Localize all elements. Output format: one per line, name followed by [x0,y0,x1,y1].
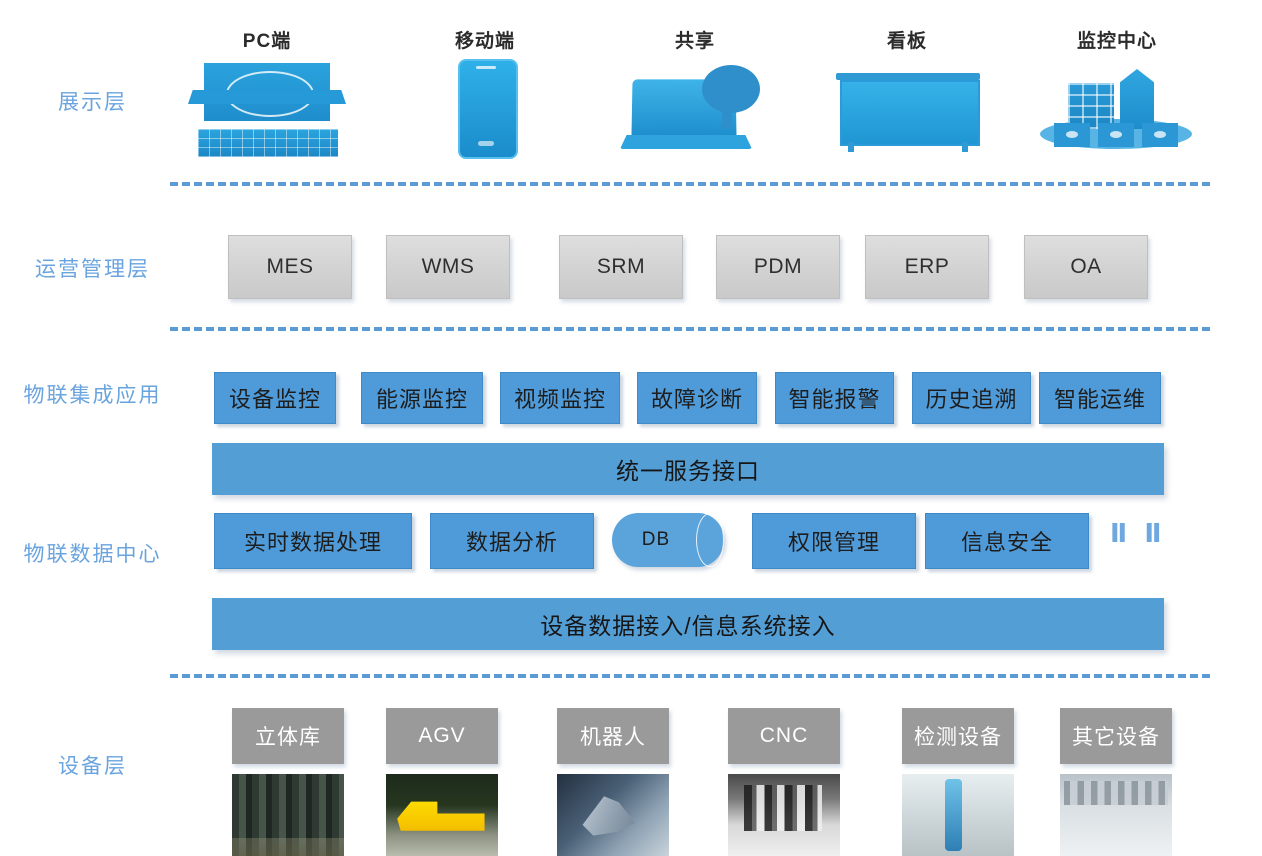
ops-box-label: OA [1070,255,1102,278]
ops-box-label: WMS [421,255,475,278]
ops-box-srm[interactable]: SRM [559,235,683,299]
desktop-monitor-icon [182,57,352,157]
device-item-warehouse[interactable]: 立体库 [232,708,344,856]
app-chip-label: 能源监控 [375,387,468,412]
ops-box-label: MES [266,255,314,278]
device-item-other[interactable]: 其它设备 [1060,708,1172,856]
data-module-db-cylinder[interactable]: DB [612,513,724,567]
other-equipment-photo [1060,774,1172,856]
inspection-equipment-photo [902,774,1014,856]
layer-label-operation: 运营管理层 [35,258,150,281]
ops-box-label: ERP [904,255,950,278]
app-chip-equipment-monitoring[interactable]: 设备监控 [214,372,336,424]
presentation-item-control-center: 监控中心 [1032,26,1202,157]
device-data-access-bar: 设备数据接入/信息系统接入 [212,598,1164,650]
presentation-label-share: 共享 [674,31,715,52]
device-label: 机器人 [580,726,646,749]
layer-label-datacenter: 物联数据中心 [23,543,162,566]
laptop-cloud-icon [610,57,780,157]
mobile-phone-icon [400,57,570,159]
device-item-cnc[interactable]: CNC [728,708,840,856]
presentation-item-kanban: 看板 [822,26,992,157]
device-caption: 其它设备 [1060,708,1172,764]
data-module-permission-management[interactable]: 权限管理 [752,513,916,569]
automated-warehouse-photo [232,774,344,856]
ops-box-pdm[interactable]: PDM [716,235,840,299]
device-item-agv[interactable]: AGV [386,708,498,856]
ops-box-mes[interactable]: MES [228,235,352,299]
device-caption: CNC [728,708,840,764]
unified-service-interface-bar: 统一服务接口 [212,443,1164,495]
layer-label-device: 设备层 [58,755,127,778]
unified-service-interface-label: 统一服务接口 [616,458,760,484]
device-label: CNC [759,724,809,747]
presentation-item-pc: PC端 [182,26,352,157]
industrial-robot-photo [557,774,669,856]
presentation-label-pc: PC端 [242,31,292,52]
layer-label-integration: 物联集成应用 [23,384,162,407]
device-label: 立体库 [255,726,321,749]
presentation-item-mobile: 移动端 [400,26,570,159]
device-item-inspection[interactable]: 检测设备 [902,708,1014,856]
device-item-robot[interactable]: 机器人 [557,708,669,856]
cnc-machine-photo [728,774,840,856]
divider-datacenter-device [170,674,1210,678]
device-label: AGV [418,724,466,747]
data-module-label: 信息安全 [960,530,1053,555]
data-module-data-analysis[interactable]: 数据分析 [430,513,594,569]
control-center-building-icon [1032,57,1202,157]
divider-presentation-operation [170,182,1210,186]
device-label: 其它设备 [1072,726,1160,749]
device-caption: AGV [386,708,498,764]
app-chip-label: 故障诊断 [650,387,743,412]
ops-box-label: SRM [596,255,646,278]
device-caption: 检测设备 [902,708,1014,764]
app-chip-label: 智能报警 [788,387,881,412]
agv-vehicle-photo [386,774,498,856]
device-data-access-label: 设备数据接入/信息系统接入 [540,613,836,639]
kanban-board-icon [822,57,992,157]
ops-box-erp[interactable]: ERP [865,235,989,299]
divider-operation-integration [170,327,1210,331]
app-chip-label: 智能运维 [1053,387,1146,412]
ops-box-wms[interactable]: WMS [386,235,510,299]
data-module-label: 权限管理 [787,530,880,555]
layer-label-presentation: 展示层 [58,91,127,114]
presentation-label-mobile: 移动端 [454,31,515,52]
ops-box-oa[interactable]: OA [1024,235,1148,299]
presentation-label-kanban: 看板 [886,31,927,52]
app-chip-energy-monitoring[interactable]: 能源监控 [361,372,483,424]
data-module-information-security[interactable]: 信息安全 [925,513,1089,569]
app-chip-smart-alarm[interactable]: 智能报警 [775,372,894,424]
device-label: 检测设备 [914,726,1002,749]
device-caption: 立体库 [232,708,344,764]
device-caption: 机器人 [557,708,669,764]
app-chip-video-monitoring[interactable]: 视频监控 [500,372,620,424]
app-chip-fault-diagnosis[interactable]: 故障诊断 [637,372,757,424]
app-chip-history-traceability[interactable]: 历史追溯 [912,372,1031,424]
app-chip-label: 视频监控 [513,387,606,412]
presentation-label-control-center: 监控中心 [1076,31,1157,52]
presentation-item-share: 共享 [610,26,780,157]
data-module-realtime-processing[interactable]: 实时数据处理 [214,513,412,569]
data-module-label: DB [641,529,671,550]
app-chip-smart-operations[interactable]: 智能运维 [1039,372,1161,424]
data-module-label: 实时数据处理 [243,530,382,555]
pause-marks-icon: Ⅱ Ⅱ [1110,518,1167,548]
data-module-label: 数据分析 [465,530,558,555]
ops-box-label: PDM [753,255,803,278]
app-chip-label: 历史追溯 [925,387,1018,412]
app-chip-label: 设备监控 [228,387,321,412]
